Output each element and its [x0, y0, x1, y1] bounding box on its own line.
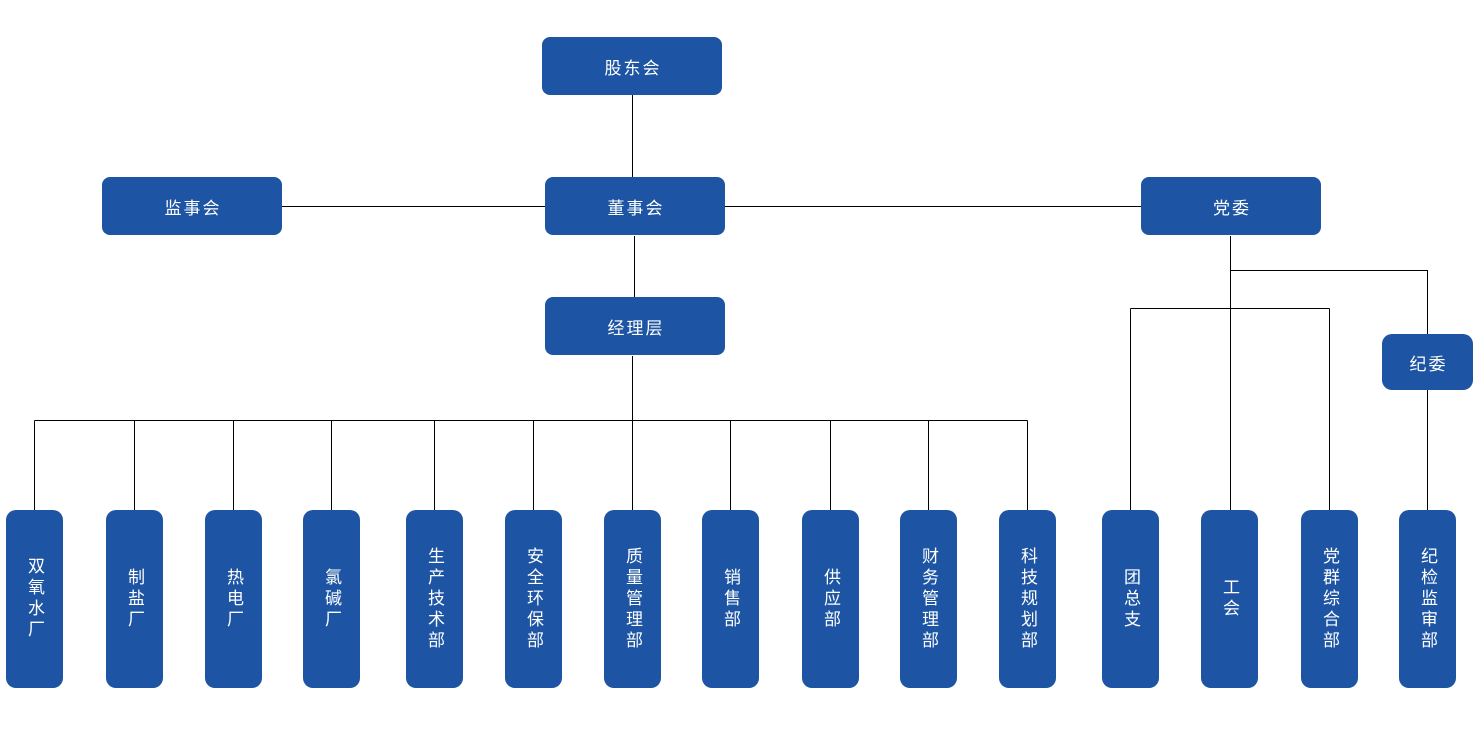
- node-thermal-power-plant: 热电厂: [205, 510, 262, 688]
- node-chlor-alkali-plant: 氯碱厂: [303, 510, 360, 688]
- node-sales-dept: 销售部: [702, 510, 759, 688]
- node-management-team: 经理层: [545, 297, 725, 355]
- node-discipline-inspection-audit-dept: 纪检监审部: [1399, 510, 1456, 688]
- node-financial-management-dept: 财务管理部: [900, 510, 957, 688]
- node-production-technology-dept: 生产技术部: [406, 510, 463, 688]
- node-supply-dept: 供应部: [802, 510, 859, 688]
- node-shareholders-meeting: 股东会: [542, 37, 722, 95]
- node-quality-management-dept: 质量管理部: [604, 510, 661, 688]
- node-labor-union: 工会: [1201, 510, 1258, 688]
- node-technology-planning-dept: 科技规划部: [999, 510, 1056, 688]
- node-safety-environment-dept: 安全环保部: [505, 510, 562, 688]
- node-board-of-supervisors: 监事会: [102, 177, 282, 235]
- node-party-mass-comprehensive-dept: 党群综合部: [1301, 510, 1358, 688]
- node-salt-plant: 制盐厂: [106, 510, 163, 688]
- node-hydrogen-peroxide-plant: 双氧水厂: [6, 510, 63, 688]
- node-youth-league-branch: 团总支: [1102, 510, 1159, 688]
- node-party-committee: 党委: [1141, 177, 1321, 235]
- node-discipline-committee: 纪委: [1382, 334, 1473, 390]
- node-board-of-directors: 董事会: [545, 177, 725, 235]
